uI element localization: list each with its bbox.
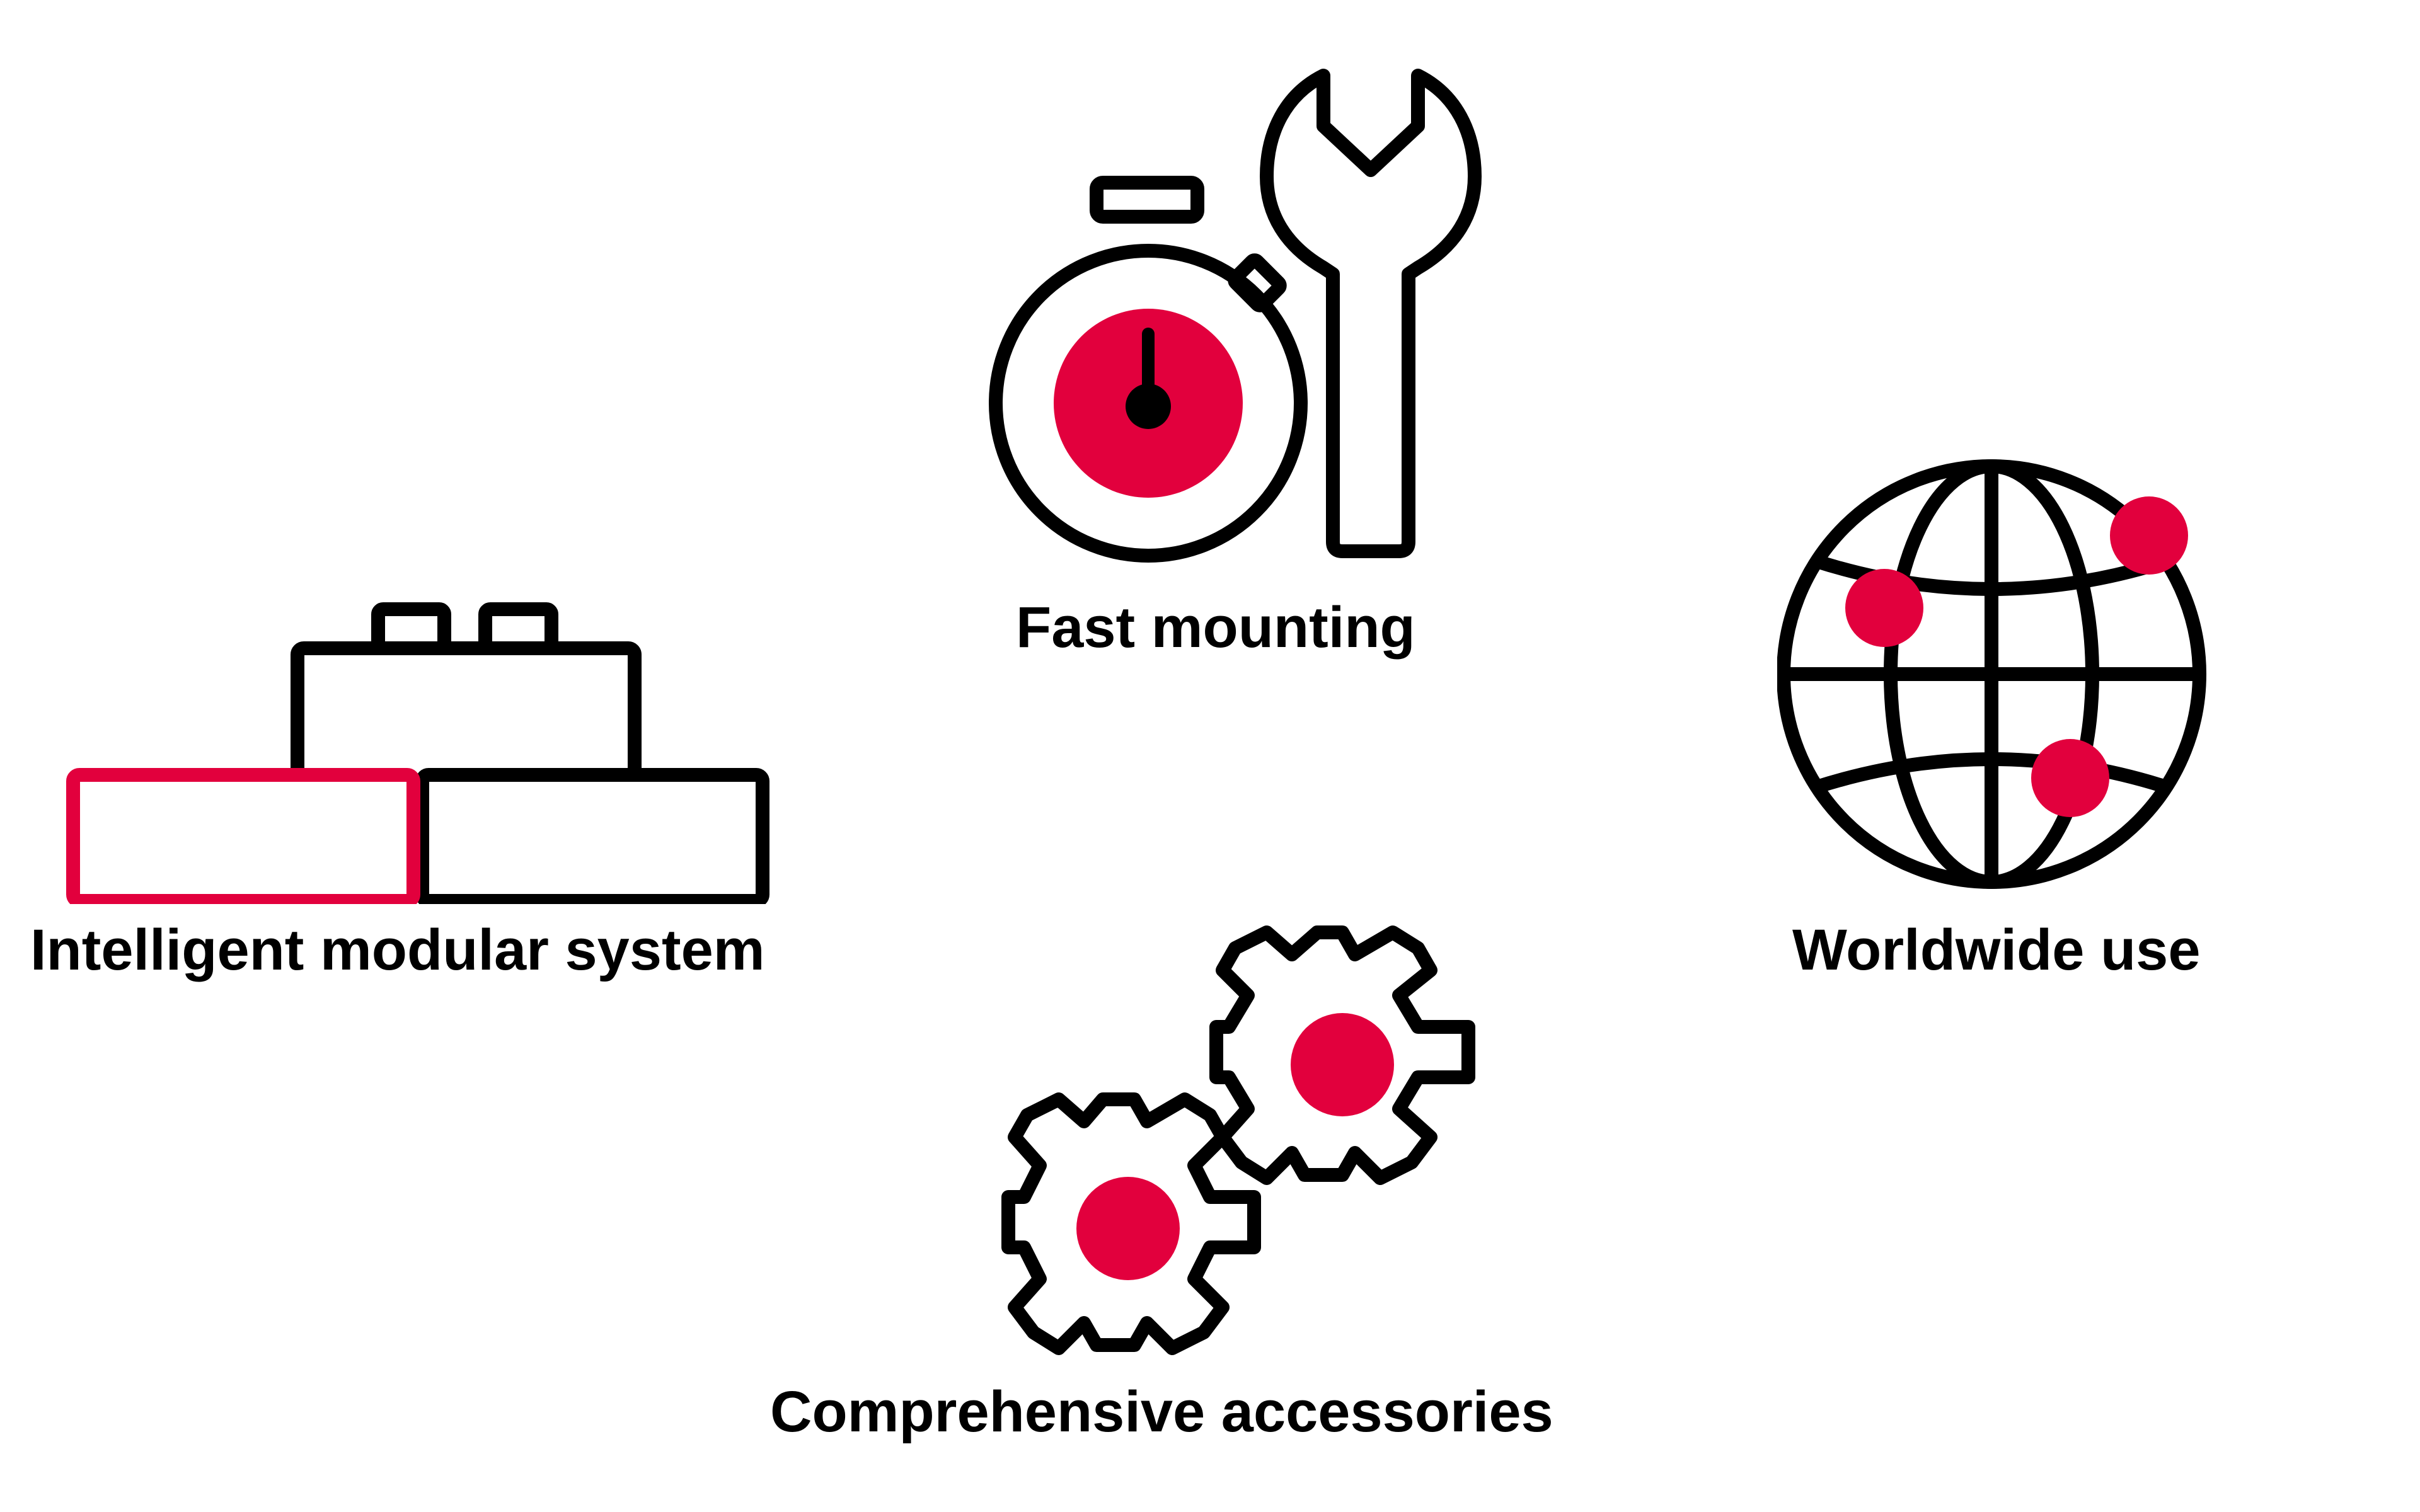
accessories-label: Comprehensive accessories (770, 1380, 1553, 1444)
globe-south-parallel-shape (1812, 752, 2170, 794)
worldwide-use-label: Worldwide use (1792, 918, 2201, 982)
stopwatch-pivot-shape (1126, 384, 1171, 429)
stopwatch-body-shape (989, 244, 1308, 563)
bottom-left-block-shape (66, 768, 420, 904)
globe-icon (1777, 459, 2206, 889)
gears-icon (1001, 925, 1475, 1355)
location-dot-shape (2031, 739, 2109, 817)
bottom-right-block-shape (415, 768, 769, 904)
gear-upper-hub-shape (1291, 1013, 1394, 1116)
building-blocks-icon (66, 602, 769, 904)
modular-system-label: Intelligent modular system (30, 918, 765, 982)
location-dot-shape (2110, 496, 2188, 575)
stopwatch-button-shape (1090, 176, 1204, 224)
gear-lower-hub-shape (1076, 1177, 1180, 1280)
wrench-shape (1260, 69, 1482, 558)
fast-mounting-label: Fast mounting (1016, 595, 1415, 660)
globe-north-parallel-shape (1812, 554, 2170, 596)
location-dot-shape (1845, 569, 1923, 647)
stopwatch-wrench-icon (989, 69, 1482, 563)
